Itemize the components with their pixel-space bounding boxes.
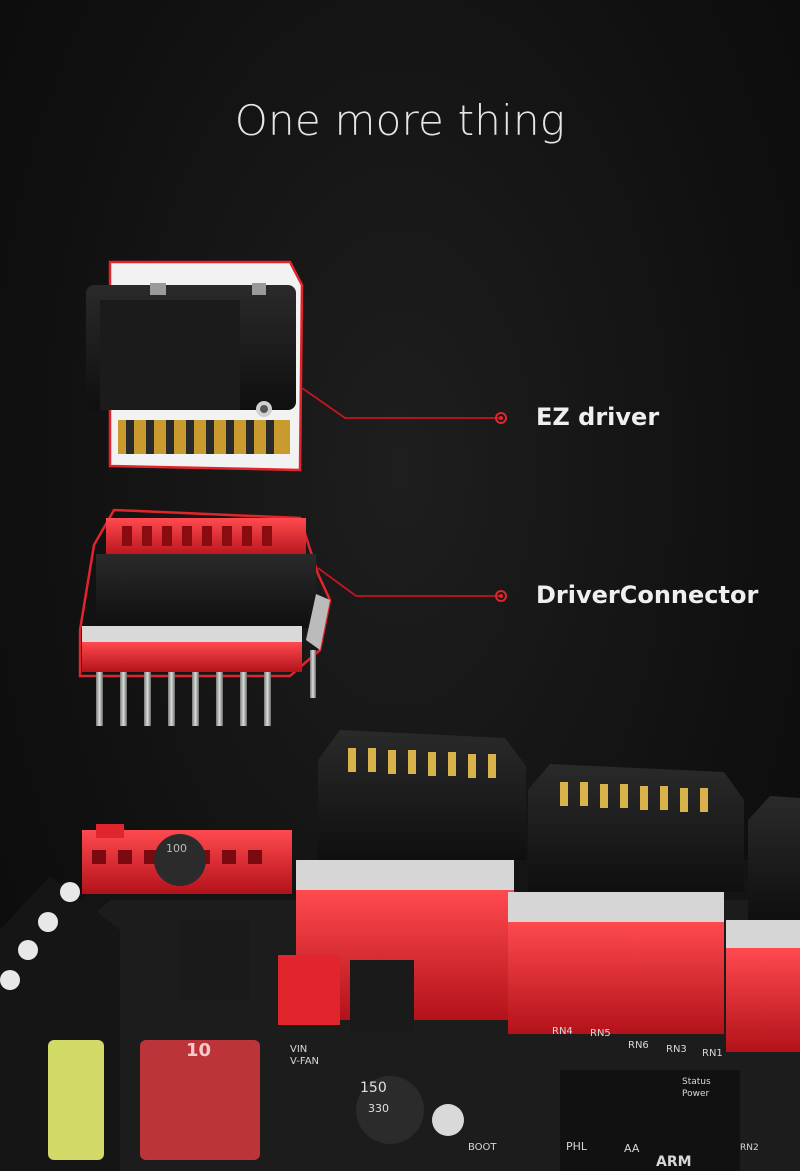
silk-rn5: RN5 xyxy=(590,1028,611,1039)
silk-rn4: RN4 xyxy=(552,1026,573,1037)
fuse-rating: 10 xyxy=(186,1040,211,1061)
silk-vfan: V-FAN xyxy=(290,1056,319,1067)
silk-rn2: RN2 xyxy=(740,1143,759,1153)
silk-phl: PHL xyxy=(566,1140,588,1153)
page-title: One more thing xyxy=(234,96,566,145)
red-fuse xyxy=(140,1040,260,1160)
yellow-fuse xyxy=(48,1040,104,1160)
driver-connector-callout-line xyxy=(317,567,507,602)
insertion-glow-lower xyxy=(97,735,269,845)
silk-status: Status xyxy=(682,1077,711,1087)
cap-c-label: 150 xyxy=(360,1080,387,1096)
capacitor-100 xyxy=(154,834,206,886)
silk-power: Power xyxy=(682,1089,710,1099)
silk-rn6: RN6 xyxy=(628,1040,649,1051)
driver-connector-module xyxy=(78,508,332,726)
boot-button xyxy=(432,1104,464,1136)
ez-driver-module xyxy=(86,260,304,472)
cap-a-label: 100 xyxy=(166,842,187,855)
insertion-glow-upper xyxy=(126,462,284,520)
installed-driver-2 xyxy=(508,764,744,1034)
mcu-chip xyxy=(560,1070,740,1171)
driver-connector-label: DriverConnector xyxy=(536,581,759,609)
silk-vin: VIN xyxy=(290,1044,307,1055)
mainboard xyxy=(0,730,800,1171)
silk-arm: ARM xyxy=(656,1154,692,1170)
silk-boot: BOOT xyxy=(468,1142,497,1153)
cap-b-label: 330 xyxy=(368,1102,389,1115)
silk-rn3: RN3 xyxy=(666,1044,687,1055)
ez-driver-callout-line xyxy=(301,387,507,424)
capacitor-330 xyxy=(356,1076,424,1144)
installed-driver-3 xyxy=(726,796,800,1052)
ez-driver-label: EZ driver xyxy=(536,403,660,431)
jumper xyxy=(278,955,340,1025)
silk-aa: AA xyxy=(624,1142,640,1155)
silk-rn1: RN1 xyxy=(702,1048,723,1059)
